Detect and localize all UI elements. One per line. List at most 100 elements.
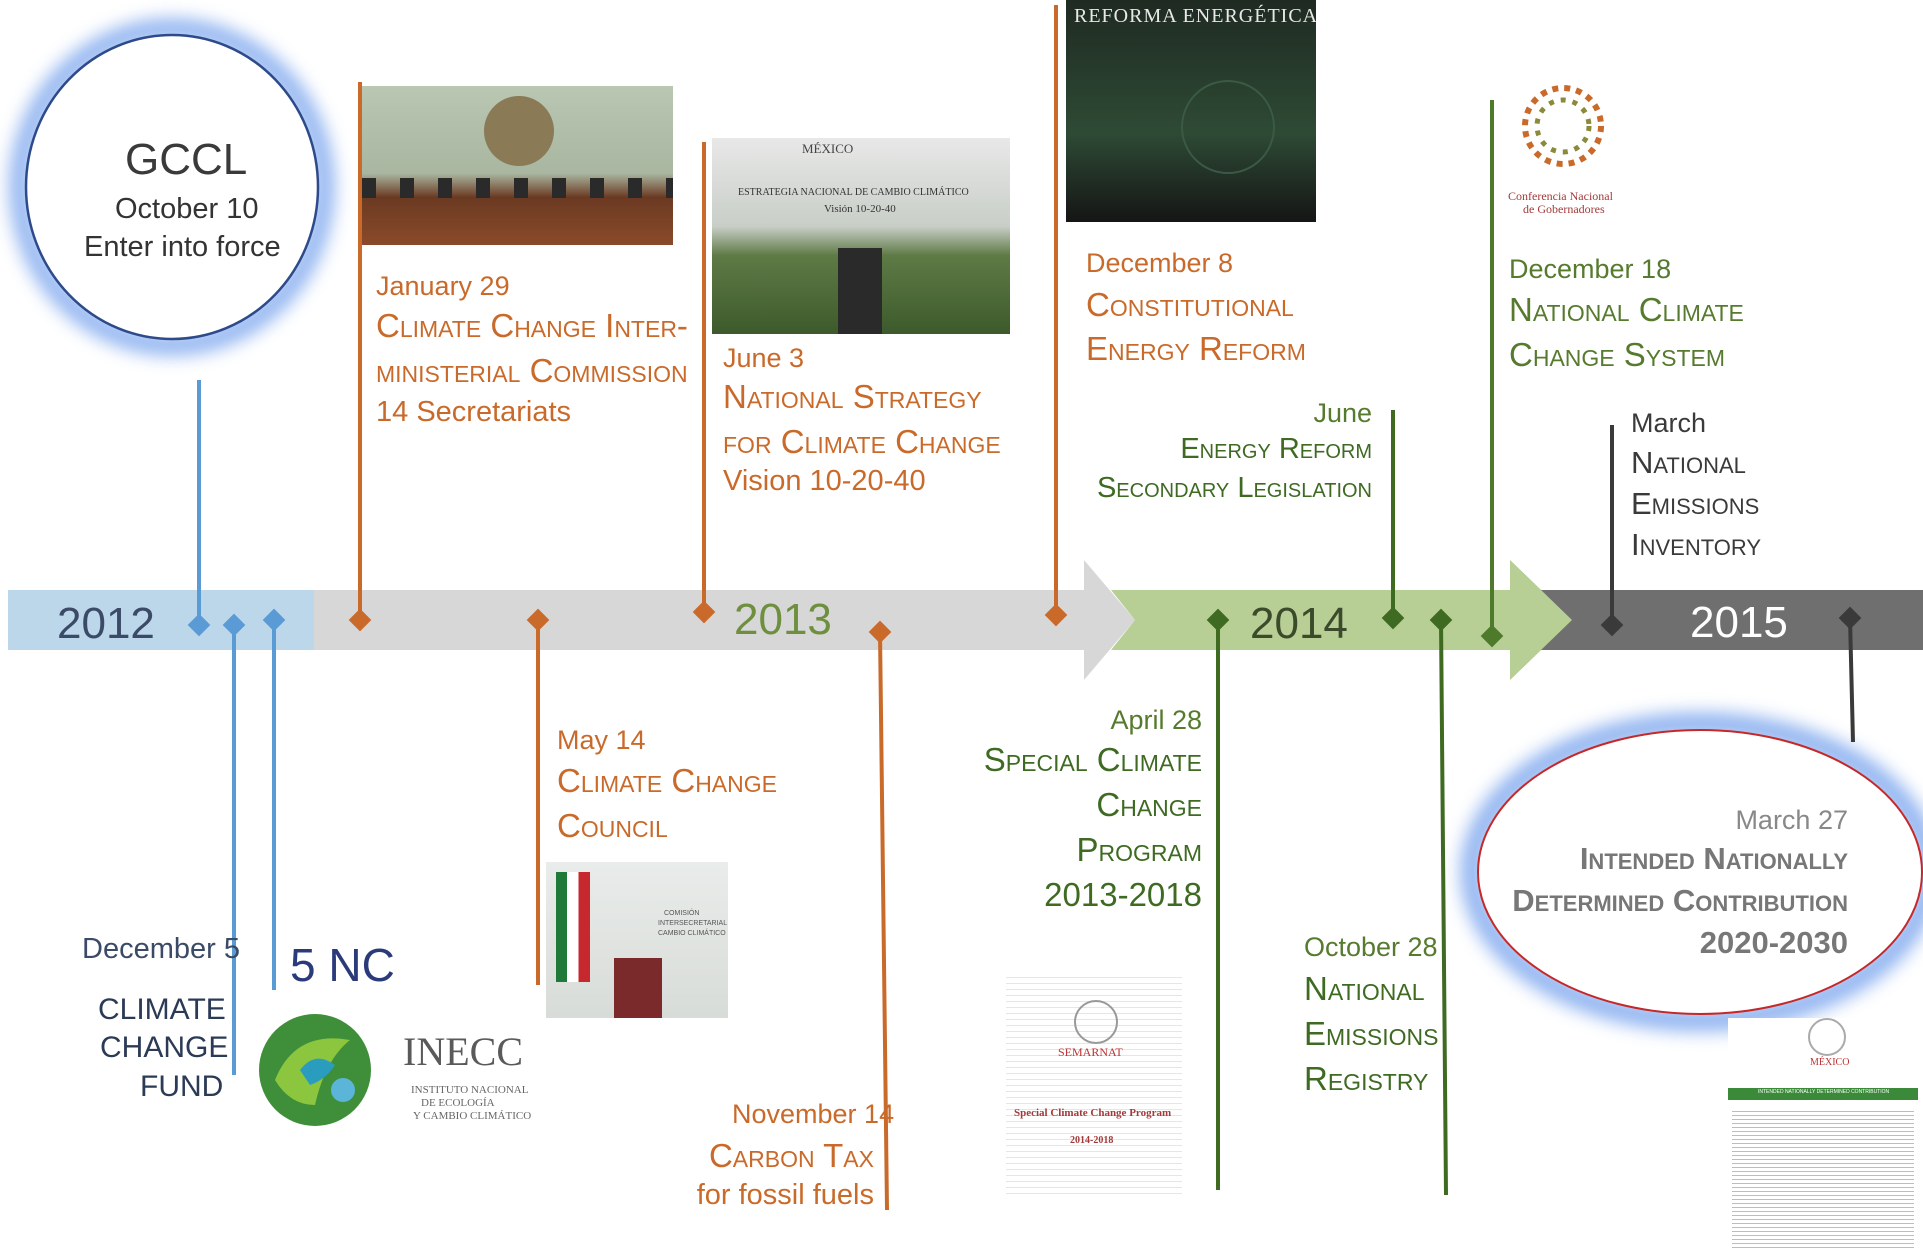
semarnat-cover: SEMARNAT Special Climate Change Program … xyxy=(1006,972,1182,1194)
marker-inventory xyxy=(1600,613,1624,637)
inecc-name: INECC xyxy=(403,1029,523,1074)
marker-energy xyxy=(1044,603,1068,627)
band-2014 xyxy=(1111,560,1572,680)
marker-system xyxy=(1480,624,1504,648)
energy-date: December 8 xyxy=(1086,248,1234,278)
registry-line-2: Emissions xyxy=(1304,1015,1439,1052)
registry-date: October 28 xyxy=(1304,932,1438,962)
arrow-2013-2014 xyxy=(1084,560,1135,680)
indc-ellipse xyxy=(1477,729,1923,1015)
system-line-1: National Climate xyxy=(1509,291,1744,328)
special-line-2: Change xyxy=(1096,786,1202,823)
marker-commission xyxy=(348,608,372,632)
strategy-date: June 3 xyxy=(723,343,805,373)
carbon-date: November 14 xyxy=(732,1099,895,1129)
marker-indc xyxy=(1838,606,1862,630)
indc-doc-bar: INTENDED NATIONALLY DETERMINED CONTRIBUT… xyxy=(1758,1089,1890,1095)
fund-line-2: CHANGE xyxy=(100,1031,229,1064)
year-2013: 2013 xyxy=(734,595,832,644)
strategy-line-3: Vision 10-20-40 xyxy=(723,465,926,497)
special-line-1: Special Climate xyxy=(983,741,1202,778)
special-line-3: Program xyxy=(1076,831,1202,868)
indc-line-1: Intended Nationally xyxy=(1579,841,1848,876)
secondary-date: June xyxy=(1313,398,1372,428)
marker-5nc xyxy=(262,608,286,632)
strategy-line-2: for Climate Change xyxy=(723,423,1001,460)
conago-line-1: Conferencia Nacional xyxy=(1508,189,1613,203)
marker-strategy xyxy=(692,600,716,624)
year-2014: 2014 xyxy=(1250,599,1348,648)
energy-line-2: Energy Reform xyxy=(1086,330,1306,367)
line-indc xyxy=(1848,617,1855,743)
estrategia-top: MÉXICO xyxy=(802,141,854,156)
gccl-glow xyxy=(10,19,334,355)
marker-registry xyxy=(1429,608,1453,632)
secondary-line-2: Secondary Legislation xyxy=(1096,472,1372,504)
inventory-date: March xyxy=(1631,408,1707,438)
system-line-2: Change System xyxy=(1509,336,1726,373)
commission-line-3: 14 Secretariats xyxy=(376,396,572,428)
council-date: May 14 xyxy=(557,725,646,755)
secondary-line-1: Energy Reform xyxy=(1180,433,1372,465)
comision-line-1: COMISIÓN xyxy=(664,910,700,917)
markers xyxy=(187,600,1862,648)
semarnat-years: 2014-2018 xyxy=(1070,1135,1114,1146)
inecc-sub-1: INSTITUTO NACIONAL xyxy=(411,1084,529,1096)
semarnat-logo: SEMARNAT xyxy=(1058,1045,1123,1059)
semarnat-title: Special Climate Change Program xyxy=(1014,1107,1172,1119)
gccl-desc: Enter into force xyxy=(84,231,281,263)
commission-line-2: ministerial Commission xyxy=(376,352,688,389)
inecc-leaf-icon xyxy=(259,1014,371,1126)
registry-line-3: Registry xyxy=(1304,1060,1429,1097)
inventory-line-1: National xyxy=(1631,445,1746,480)
indc-line-2: Determined Contribution xyxy=(1512,883,1848,918)
gccl-circle xyxy=(24,33,320,341)
estrategia-sub: Visión 10-20-40 xyxy=(824,203,896,215)
carbon-line-2: for fossil fuels xyxy=(696,1179,874,1211)
strategy-line-1: National Strategy xyxy=(723,378,982,415)
reforma-photo: REFORMA ENERGÉTICA xyxy=(1066,0,1316,222)
indc-date: March 27 xyxy=(1735,805,1848,835)
commission-line-1: Climate Change Inter- xyxy=(376,307,688,344)
registry-line-1: National xyxy=(1304,970,1425,1007)
indc-glow xyxy=(1461,713,1923,1031)
comision-line-2: INTERSECRETARIAL xyxy=(658,920,728,927)
inventory-line-2: Emissions xyxy=(1631,486,1760,521)
marker-carbon xyxy=(868,620,892,644)
inecc-logo: INECC INSTITUTO NACIONAL DE ECOLOGÍA Y C… xyxy=(255,1010,540,1135)
energy-line-1: Constitutional xyxy=(1086,286,1294,323)
commission-date: January 29 xyxy=(376,271,510,301)
fund-line-3: FUND xyxy=(140,1070,224,1103)
nc-label: 5 NC xyxy=(290,939,395,991)
reforma-title: REFORMA ENERGÉTICA xyxy=(1074,5,1316,27)
fund-date: December 5 xyxy=(82,933,240,965)
line-carbon xyxy=(878,631,889,1211)
special-line-4: 2013-2018 xyxy=(1044,876,1202,913)
commission-photo xyxy=(362,86,673,245)
carbon-line-1: Carbon Tax xyxy=(708,1137,874,1174)
indc-document: MÉXICO INTENDED NATIONALLY DETERMINED CO… xyxy=(1728,1018,1918,1250)
inventory-line-3: Inventory xyxy=(1631,527,1762,562)
system-date: December 18 xyxy=(1509,254,1672,284)
marker-special xyxy=(1206,608,1230,632)
conago-logo: Conferencia Nacional de Gobernadores xyxy=(1505,78,1645,218)
indc-doc-top: MÉXICO xyxy=(1810,1057,1850,1068)
conago-ring-icon xyxy=(1522,85,1604,167)
year-2012: 2012 xyxy=(57,599,155,648)
band-2013 xyxy=(314,590,1084,650)
marker-secondary xyxy=(1381,606,1405,630)
line-registry xyxy=(1439,619,1448,1196)
gccl-date: October 10 xyxy=(115,193,259,225)
council-line-2: Council xyxy=(557,807,668,844)
special-date: April 28 xyxy=(1110,705,1202,735)
inecc-sub-3: Y CAMBIO CLIMÁTICO xyxy=(413,1110,532,1122)
comision-photo: COMISIÓN INTERSECRETARIAL CAMBIO CLIMÁTI… xyxy=(546,862,728,1018)
gccl-title: GCCL xyxy=(125,135,248,184)
indc-line-3: 2020-2030 xyxy=(1699,925,1848,960)
arrow-2014-2015 xyxy=(1510,560,1572,680)
year-2015: 2015 xyxy=(1690,598,1788,647)
council-line-1: Climate Change xyxy=(557,762,777,799)
inecc-sub-2: DE ECOLOGÍA xyxy=(421,1097,495,1109)
comision-line-3: CAMBIO CLIMÁTICO xyxy=(658,930,726,937)
